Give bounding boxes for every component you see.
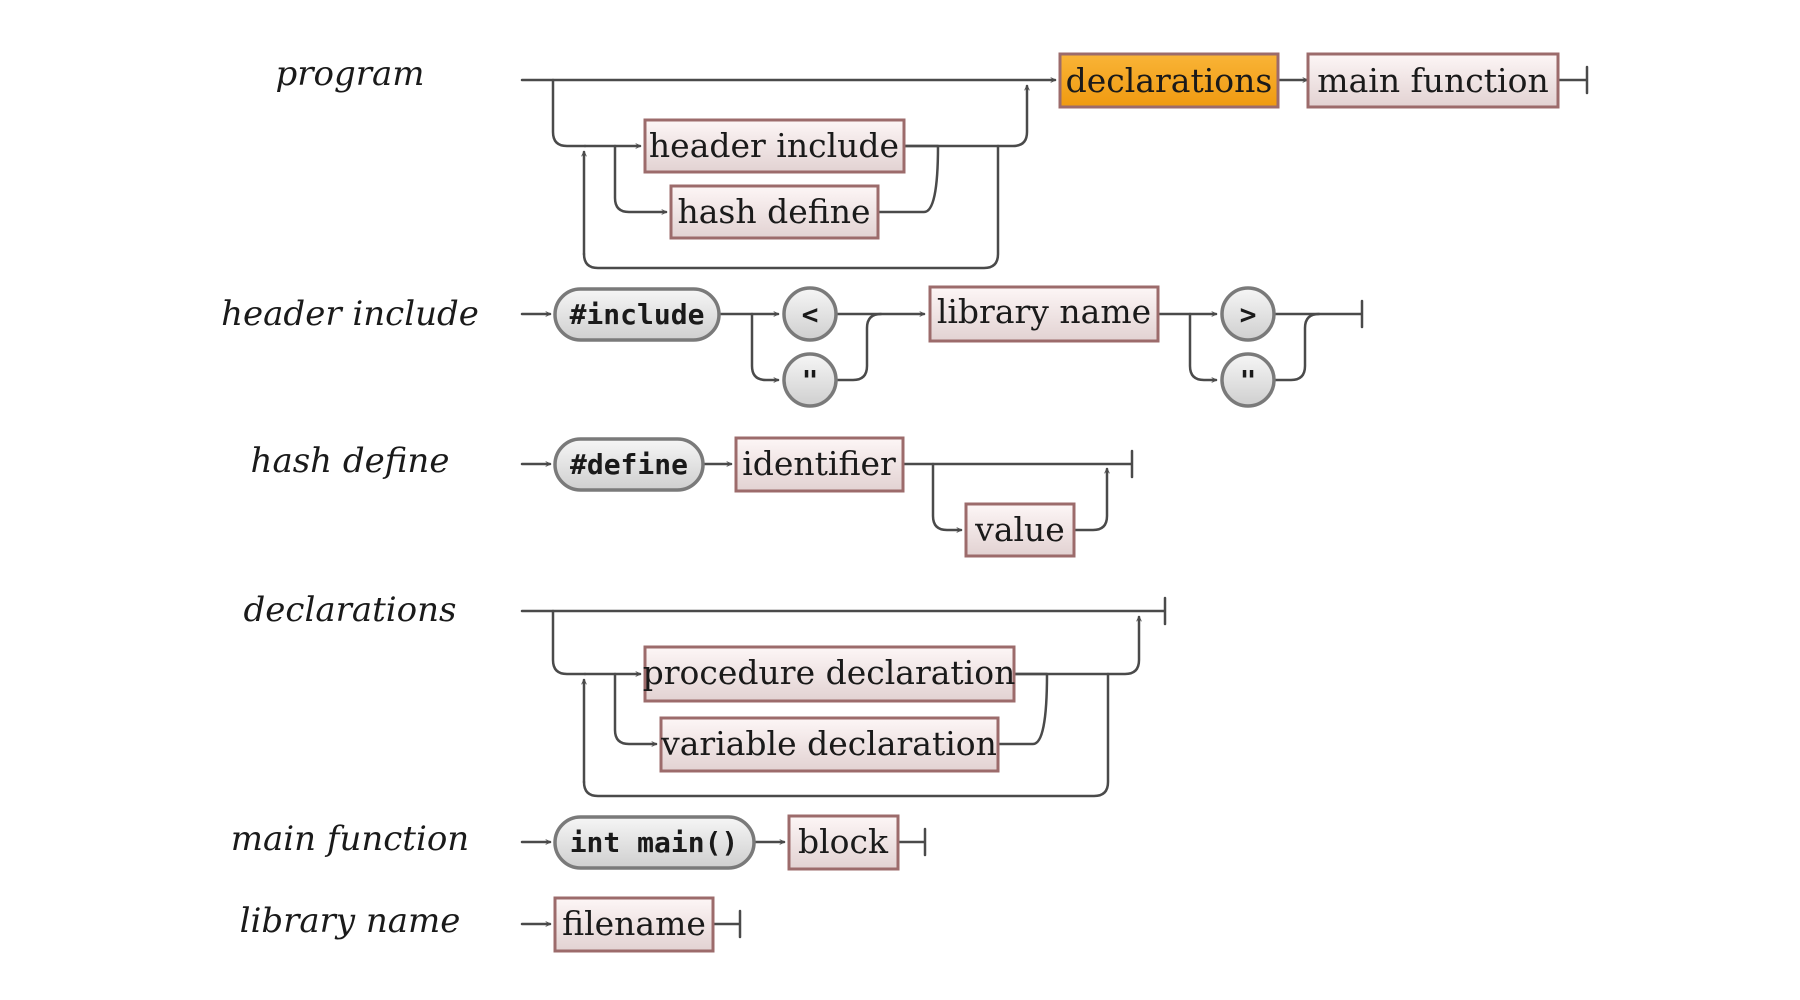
- node-variable-declaration[interactable]: variable declaration: [659, 716, 1000, 773]
- rule-name-main-function: main function: [231, 819, 469, 859]
- node-label: procedure declaration: [643, 653, 1016, 692]
- terminal-label: ": [1240, 364, 1257, 397]
- node-identifier[interactable]: identifier: [734, 436, 905, 493]
- wires-declarations: [520, 596, 1167, 798]
- terminal-label: >: [1240, 298, 1257, 331]
- rule-name-header-include: header include: [221, 294, 479, 334]
- node-declarations[interactable]: declarations: [1058, 52, 1280, 109]
- wires-program: [520, 65, 1589, 270]
- node-label: block: [798, 822, 889, 861]
- node-header-include[interactable]: header include: [643, 118, 906, 174]
- terminal-label: <: [802, 298, 819, 331]
- node-block[interactable]: block: [787, 814, 900, 871]
- terminal-less-than[interactable]: <: [782, 286, 838, 342]
- terminal-greater-than[interactable]: >: [1220, 286, 1276, 342]
- wires-library-name: [520, 909, 742, 939]
- rule-main-function: main function int main() block: [231, 814, 927, 871]
- rule-library-name: library name filename: [240, 896, 742, 953]
- terminal-label: ": [802, 364, 819, 397]
- terminal-include[interactable]: #include: [553, 287, 721, 342]
- node-label: header include: [649, 126, 899, 165]
- node-hash-define[interactable]: hash define: [669, 184, 880, 240]
- wires-hash-define: [520, 449, 1134, 530]
- node-label: identifier: [742, 444, 896, 483]
- node-label: filename: [562, 904, 706, 943]
- rule-program: program declarations main function heade…: [275, 52, 1589, 270]
- terminal-define[interactable]: #define: [553, 437, 705, 492]
- terminal-label: #define: [570, 448, 688, 481]
- node-label: variable declaration: [660, 724, 997, 763]
- node-filename[interactable]: filename: [553, 896, 715, 953]
- terminal-quote-open[interactable]: ": [782, 352, 838, 408]
- wires-main-function: [520, 827, 927, 857]
- node-library-name[interactable]: library name: [928, 285, 1160, 343]
- terminal-int-main[interactable]: int main(): [553, 815, 756, 870]
- node-label: main function: [1317, 61, 1548, 100]
- terminal-label: int main(): [570, 826, 739, 859]
- terminal-quote-close[interactable]: ": [1220, 352, 1276, 408]
- rule-name-declarations: declarations: [244, 590, 457, 630]
- wires-header-include: [520, 299, 1364, 380]
- node-procedure-declaration[interactable]: procedure declaration: [643, 645, 1016, 703]
- node-label: library name: [937, 292, 1151, 331]
- node-main-function[interactable]: main function: [1306, 52, 1560, 109]
- node-label: value: [974, 510, 1065, 549]
- node-label: declarations: [1066, 61, 1273, 100]
- rule-hash-define: hash define #define identifier value: [251, 436, 1134, 558]
- terminal-label: #include: [570, 298, 705, 331]
- rule-name-program: program: [275, 54, 424, 94]
- node-label: hash define: [677, 192, 870, 231]
- rule-declarations: declarations procedure declaration varia…: [244, 590, 1167, 798]
- rule-name-library-name: library name: [240, 901, 461, 941]
- node-value[interactable]: value: [964, 502, 1076, 558]
- rule-name-hash-define: hash define: [251, 441, 450, 481]
- rule-header-include: header include #include < " library name: [221, 285, 1364, 408]
